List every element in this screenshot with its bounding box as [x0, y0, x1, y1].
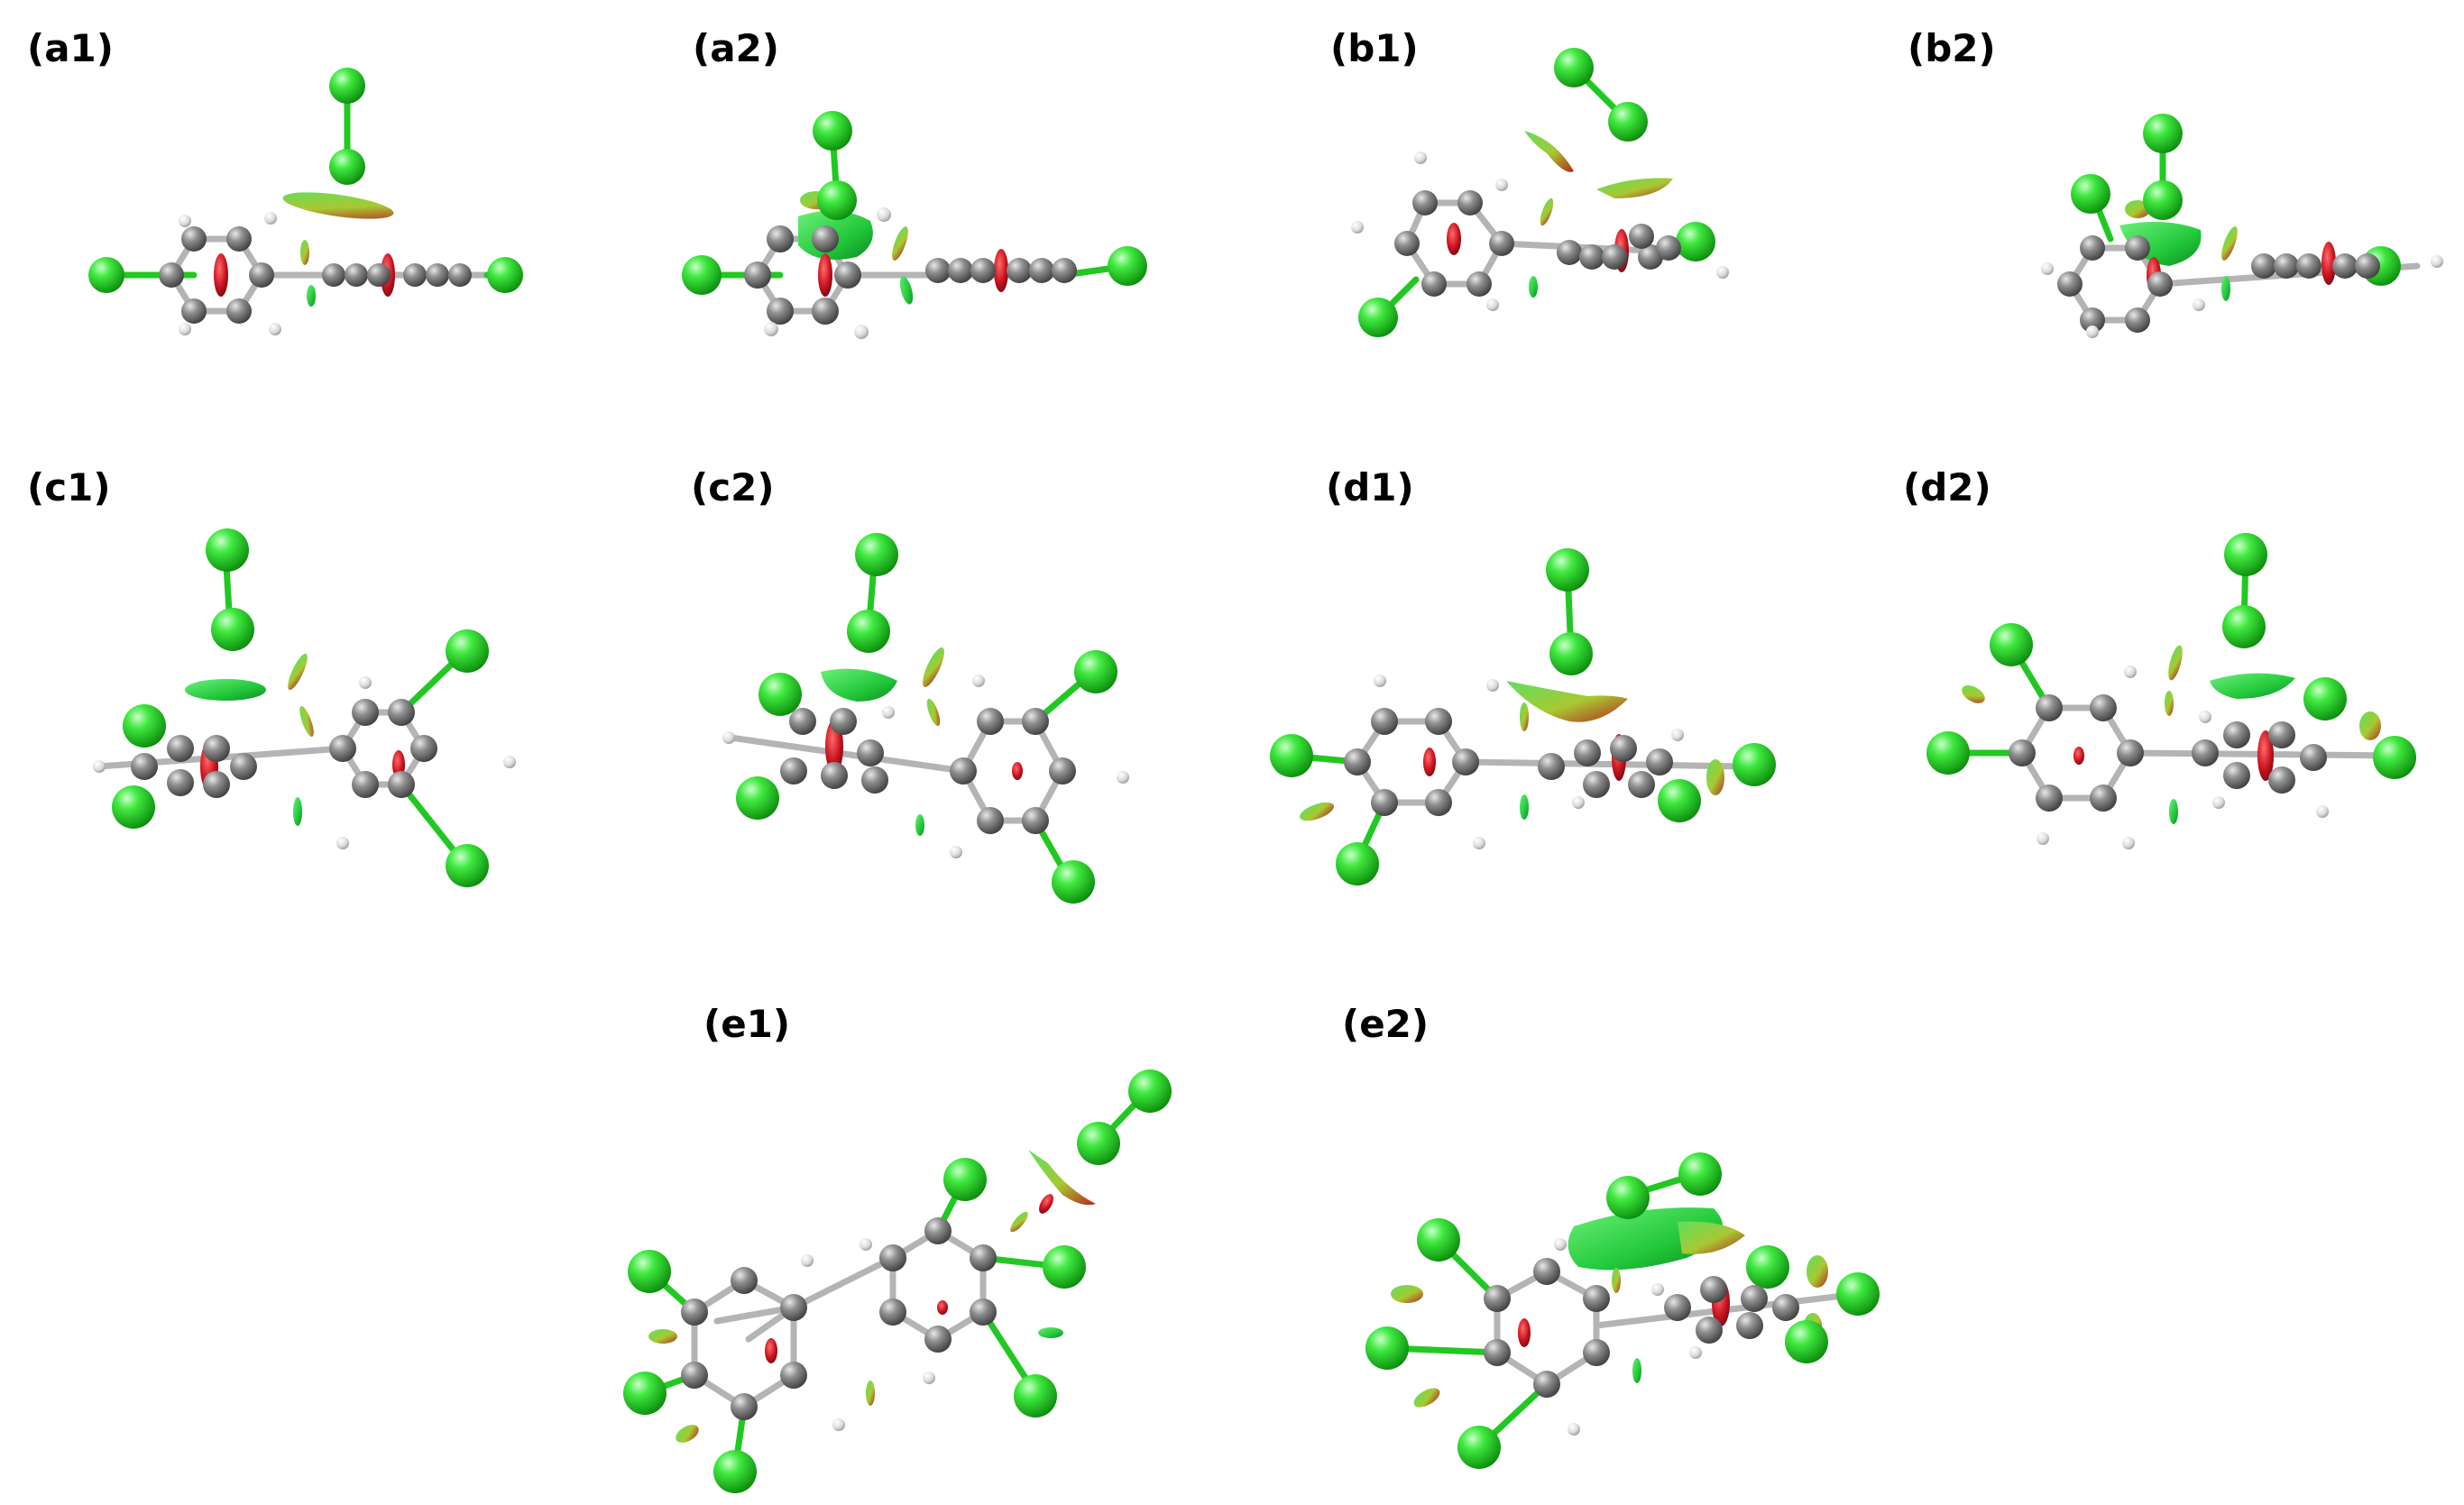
atoms-a1: [88, 68, 523, 335]
panel-label-c1: (c1): [27, 465, 111, 509]
panel-label-d2: (d2): [1903, 465, 1991, 509]
panel-c2: (c2): [691, 465, 1129, 904]
isosurfaces-e1: [648, 1150, 1096, 1443]
atoms-d1: [1270, 548, 1776, 886]
panel-label-d1: (d1): [1326, 465, 1414, 509]
isosurfaces-d2: [1962, 645, 2381, 824]
panel-label-e2: (e2): [1342, 1002, 1429, 1046]
panel-e2: (e2): [1342, 1002, 1880, 1469]
atoms-d2: [1926, 533, 2416, 849]
panel-c1: (c1): [27, 465, 516, 887]
panel-label-a1: (a1): [27, 26, 114, 70]
panel-label-c2: (c2): [691, 465, 775, 509]
atoms-b2: [2041, 114, 2443, 338]
panel-d2: (d2): [1903, 465, 2416, 849]
isosurfaces-c2: [821, 647, 1023, 836]
atoms-a2: [682, 111, 1147, 339]
atoms-c2: [722, 533, 1129, 904]
atoms-b1: [1351, 48, 1729, 337]
atoms-e1: [623, 1069, 1172, 1493]
panel-a2: (a2): [682, 26, 1147, 339]
panel-d1: (d1): [1270, 465, 1776, 886]
panel-label-b2: (b2): [1908, 26, 1996, 70]
panel-e1: (e1): [623, 1002, 1172, 1493]
panel-b1: (b1): [1330, 26, 1729, 337]
panel-label-e1: (e1): [703, 1002, 790, 1046]
isosurfaces-e2: [1391, 1207, 1828, 1408]
panel-label-a2: (a2): [693, 26, 779, 70]
isosurfaces-b2: [2119, 200, 2336, 301]
isosurfaces-d1: [1300, 681, 1724, 821]
atoms-e2: [1365, 1152, 1880, 1469]
panel-a1: (a1): [27, 26, 523, 335]
atoms-c1: [93, 528, 516, 887]
panel-label-b1: (b1): [1330, 26, 1419, 70]
panel-b2: (b2): [1908, 26, 2443, 338]
